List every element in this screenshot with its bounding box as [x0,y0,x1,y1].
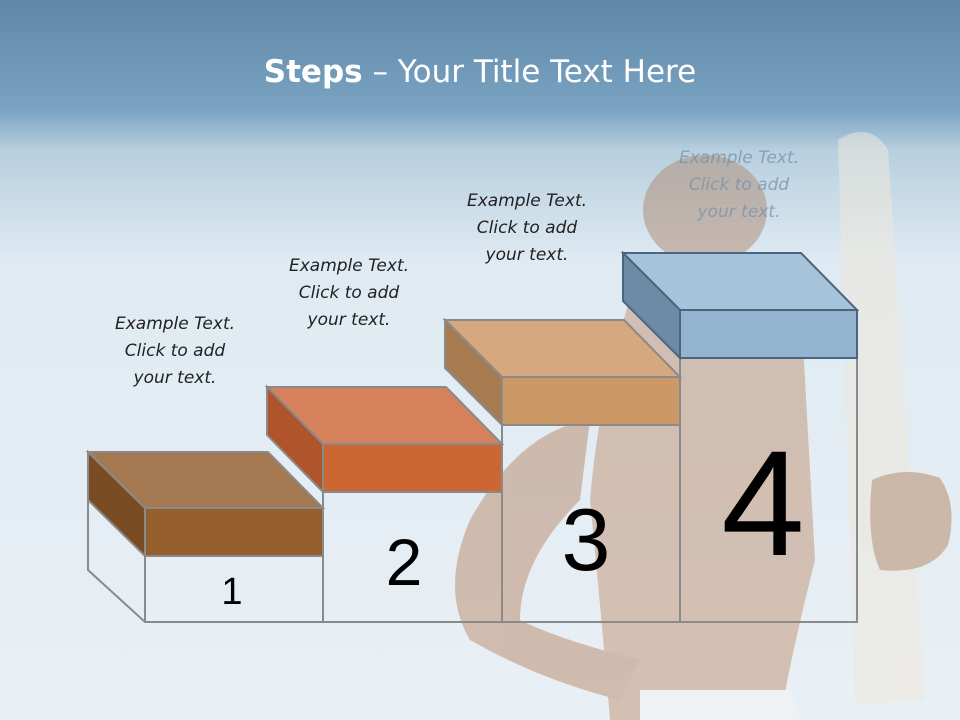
caption-line: your text. [133,368,217,388]
hand-shape [870,471,952,571]
caption-line: your text. [485,245,569,265]
caption-line: your text. [697,202,781,222]
caption-line: Example Text. [466,191,588,211]
step-4-block[interactable] [620,250,860,361]
step-1-block[interactable] [85,449,326,559]
step-1-front [144,507,324,557]
shorts-shape [640,690,800,720]
step-2-number: 2 [386,525,423,599]
step-4-front [679,309,858,359]
title-rest: – Your Title Text Here [362,54,697,90]
step-3-number: 3 [562,490,611,589]
step-3-caption[interactable]: Example Text. Click to add your text. [442,188,612,269]
step-2-front [322,443,503,493]
caption-line: Click to add [476,218,578,238]
step-3-block[interactable] [442,317,683,428]
caption-line: Example Text. [678,148,800,168]
step-2-block[interactable] [264,384,505,495]
step-1-number: 1 [221,571,242,613]
step-4-number: 4 [721,419,804,587]
caption-line: Example Text. [288,256,410,276]
caption-line: Click to add [298,283,400,303]
title-bold: Steps [263,54,363,90]
step-2-caption[interactable]: Example Text. Click to add your text. [264,253,434,334]
caption-line: your text. [307,310,391,330]
step-3-front [501,376,681,426]
head-shape [643,155,767,265]
step-4-caption[interactable]: Example Text. Click to add your text. [654,145,824,226]
page-title[interactable]: Steps – Your Title Text Here [0,54,960,90]
caption-line: Click to add [688,175,790,195]
step-1-caption[interactable]: Example Text. Click to add your text. [90,311,260,392]
caption-line: Example Text. [114,314,236,334]
caption-line: Click to add [124,341,226,361]
